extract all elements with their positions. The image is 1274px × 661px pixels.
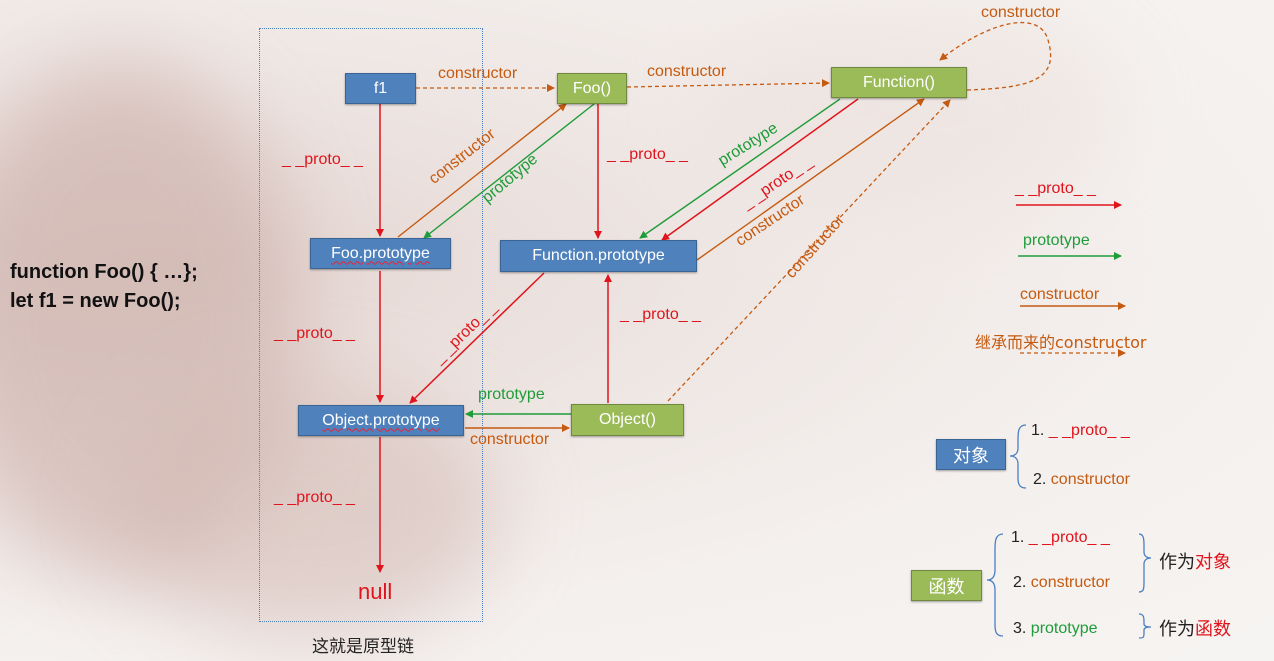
node-null: null: [358, 579, 393, 604]
as-object-brace: [1138, 533, 1152, 593]
as-object-word: 对象: [1195, 552, 1231, 573]
function-item-1: 1. _ _proto_ _: [1011, 529, 1110, 547]
function-item-2: 2. constructor: [1013, 574, 1110, 592]
label-function-self-constructor: constructor: [981, 4, 1061, 21]
function-brace: [986, 533, 1004, 637]
as-function-word: 函数: [1195, 619, 1231, 640]
node-foo: Foo(): [557, 73, 627, 104]
item-text: prototype: [1030, 620, 1098, 637]
item-text: constructor: [1030, 574, 1110, 591]
node-foo-prototype: Foo.prototype: [310, 238, 451, 269]
label-objectproto-proto: _ _proto_ _: [274, 489, 355, 506]
edge-foo-prototype: [423, 103, 595, 239]
edge-fooproto-constructor: [397, 103, 567, 238]
function-summary-box: 函数: [911, 570, 982, 601]
legend-proto-label: _ _proto_ _: [1015, 180, 1096, 197]
label-f1-constructor: constructor: [438, 65, 518, 82]
legend-constructor-label: constructor: [1020, 286, 1100, 303]
prototype-chain-caption: 这就是原型链: [312, 637, 414, 657]
item-number: 1.: [1031, 422, 1045, 439]
edge-functionproto-constructor: [696, 98, 925, 261]
label-fooproto-proto: _ _proto_ _: [274, 325, 355, 342]
edge-function-proto: [661, 98, 859, 241]
label-f1-proto: _ _proto_ _: [282, 151, 363, 168]
item-text: _ _proto_ _: [1028, 529, 1110, 546]
node-function: Function(): [831, 67, 967, 98]
node-object-prototype: Object.prototype: [298, 405, 464, 436]
node-object: Object(): [571, 404, 684, 436]
code-snippet: function Foo() { …}; let f1 = new Foo();: [10, 258, 198, 316]
legend-prototype-label: prototype: [1023, 232, 1090, 249]
label-foo-constructor: constructor: [647, 63, 727, 80]
as-object-note: 作为对象: [1159, 548, 1231, 574]
object-brace: [1009, 424, 1027, 489]
background-shade: [700, 0, 1120, 220]
item-number: 2.: [1013, 574, 1027, 591]
edge-function-self-constructor: [939, 21, 1052, 91]
item-number: 2.: [1033, 471, 1047, 488]
function-item-3: 3. prototype: [1013, 620, 1098, 638]
node-label: Foo.prototype: [331, 244, 430, 262]
prototype-chain-frame: [259, 28, 483, 622]
as-function-note: 作为函数: [1159, 615, 1231, 641]
legend-inherited-label: 继承而来的constructor: [975, 333, 1147, 352]
label-object-proto: _ _proto_ _: [620, 306, 701, 323]
object-item-2: 2. constructor: [1033, 471, 1130, 489]
label-foo-proto: _ _proto_ _: [607, 146, 688, 163]
edge-object-inherited-constructor: [667, 99, 951, 402]
as-function-brace: [1138, 613, 1152, 639]
object-summary-box: 对象: [936, 439, 1006, 470]
edge-foo-constructor: [626, 79, 830, 88]
edge-function-prototype: [639, 98, 841, 239]
node-label: Object.prototype: [322, 411, 440, 429]
node-f1: f1: [345, 73, 416, 104]
node-label: Function.prototype: [532, 247, 665, 264]
as-prefix: 作为: [1159, 552, 1195, 573]
edge-functionproto-proto: [409, 272, 545, 404]
node-function-prototype: Function.prototype: [500, 240, 697, 272]
as-prefix: 作为: [1159, 619, 1195, 640]
item-text: _ _proto_ _: [1048, 422, 1130, 439]
object-item-1: 1. _ _proto_ _: [1031, 422, 1130, 440]
code-line: let f1 = new Foo();: [10, 290, 181, 312]
label-objectproto-constructor: constructor: [470, 431, 550, 448]
item-number: 3.: [1013, 620, 1027, 637]
item-number: 1.: [1011, 529, 1025, 546]
code-line: function Foo() { …};: [10, 261, 198, 283]
item-text: constructor: [1050, 471, 1130, 488]
label-object-prototype: prototype: [478, 386, 545, 403]
